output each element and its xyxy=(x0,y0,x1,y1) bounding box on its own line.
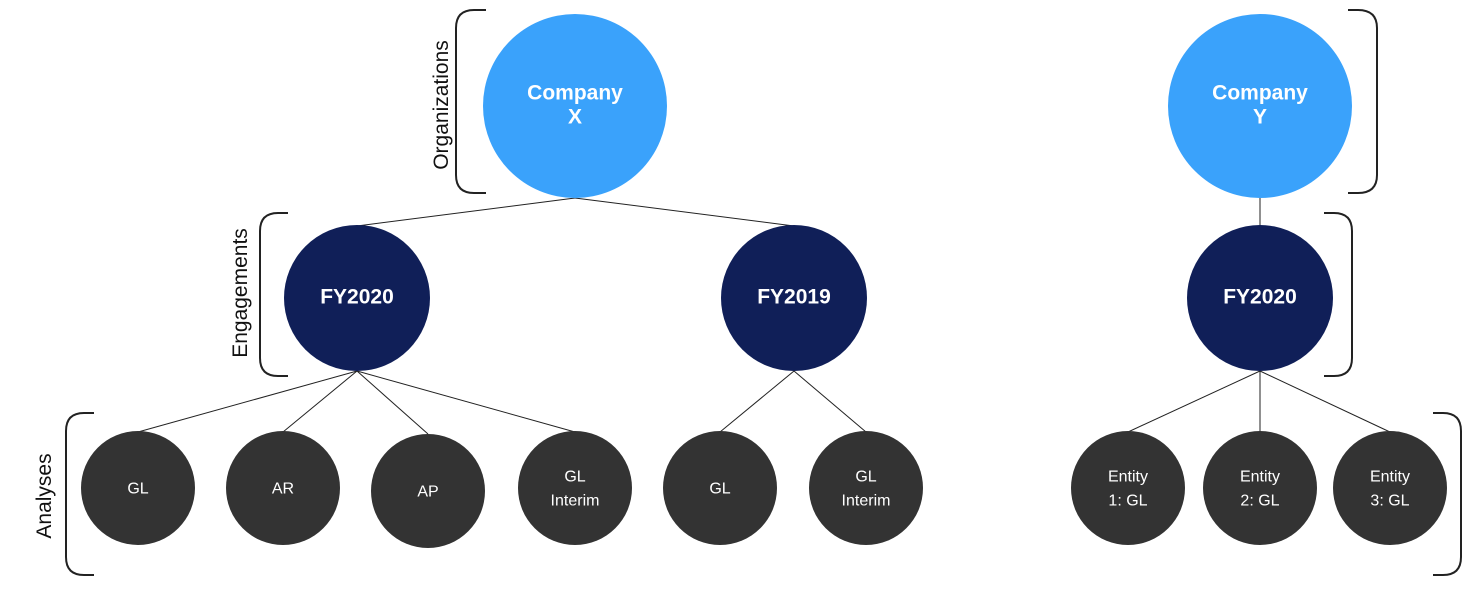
node-circle xyxy=(1187,225,1333,371)
node-y-fy2020-entity3[interactable]: Entity 3: GL xyxy=(1333,431,1447,545)
node-circle xyxy=(284,225,430,371)
node-circle xyxy=(1203,431,1317,545)
node-circle xyxy=(483,14,667,198)
node-label-line: FY2020 xyxy=(1223,286,1297,309)
edge-x-fy2019-gl-interim xyxy=(793,370,867,433)
node-company-y-fy2020[interactable]: FY2020 xyxy=(1187,225,1333,371)
edge-y-fy2020-entity1 xyxy=(1127,370,1261,433)
node-label-line: GL xyxy=(564,469,585,486)
organizations-label: Organizations xyxy=(430,40,453,170)
node-circle xyxy=(1168,14,1352,198)
node-label-line: Interim xyxy=(842,493,891,510)
node-label-line: GL xyxy=(855,469,876,486)
node-label-line: 3: GL xyxy=(1370,493,1409,510)
node-label-line: Entity xyxy=(1108,469,1148,486)
analyses-label: Analyses xyxy=(33,453,56,538)
node-x-fy2020-ap[interactable]: AP xyxy=(371,434,485,548)
edge-y-fy2020-entity3 xyxy=(1259,370,1391,433)
node-circle xyxy=(371,434,485,548)
node-circle xyxy=(1333,431,1447,545)
node-label-line: Interim xyxy=(551,493,600,510)
edge-x-fy2019-gl xyxy=(719,370,795,433)
node-label-line: 2: GL xyxy=(1240,493,1279,510)
node-label-line: X xyxy=(568,106,582,129)
node-x-fy2020-gl[interactable]: GL xyxy=(81,431,195,545)
node-label-line: AP xyxy=(417,484,438,501)
node-circle xyxy=(663,431,777,545)
edge-x-fy2020-gl xyxy=(137,370,358,433)
node-label-line: FY2019 xyxy=(757,286,831,309)
node-y-fy2020-entity1[interactable]: Entity 1: GL xyxy=(1071,431,1185,545)
node-label-line: GL xyxy=(709,481,730,498)
edge-company-x-fy2020 xyxy=(356,197,576,227)
node-label-line: Entity xyxy=(1240,469,1280,486)
node-circle xyxy=(809,431,923,545)
node-company-x-fy2020[interactable]: FY2020 xyxy=(284,225,430,371)
node-company-x-fy2019[interactable]: FY2019 xyxy=(721,225,867,371)
engagements-right-brace xyxy=(1324,212,1353,377)
edge-x-fy2020-gl-interim xyxy=(356,370,576,433)
node-label-line: AR xyxy=(272,481,294,498)
node-x-fy2020-gl-interim[interactable]: GL Interim xyxy=(518,431,632,545)
node-label-line: GL xyxy=(127,481,148,498)
node-x-fy2020-ar[interactable]: AR xyxy=(226,431,340,545)
node-circle xyxy=(81,431,195,545)
node-circle xyxy=(721,225,867,371)
edge-x-fy2020-ar xyxy=(282,370,358,433)
organizations-brace xyxy=(455,9,486,194)
node-label-line: Entity xyxy=(1370,469,1410,486)
analyses-right-brace xyxy=(1433,412,1462,576)
edge-x-fy2020-ap xyxy=(356,370,429,435)
node-circle xyxy=(226,431,340,545)
node-x-fy2019-gl[interactable]: GL xyxy=(663,431,777,545)
node-label-line: Company xyxy=(527,82,623,105)
analyses-brace xyxy=(65,412,94,576)
engagements-label: Engagements xyxy=(229,228,252,358)
edges xyxy=(137,197,1391,435)
level-braces xyxy=(65,9,1462,576)
node-label-line: FY2020 xyxy=(320,286,394,309)
node-y-fy2020-entity2[interactable]: Entity 2: GL xyxy=(1203,431,1317,545)
node-label-line: Y xyxy=(1253,106,1267,129)
node-x-fy2019-gl-interim[interactable]: GL Interim xyxy=(809,431,923,545)
company-y-right-brace xyxy=(1348,9,1378,194)
edge-company-x-fy2019 xyxy=(574,197,795,227)
node-circle xyxy=(1071,431,1185,545)
node-label-line: Company xyxy=(1212,82,1308,105)
node-circle xyxy=(518,431,632,545)
node-label-line: 1: GL xyxy=(1108,493,1147,510)
engagement-level: FY2020 FY2019 FY2020 xyxy=(284,225,1333,371)
engagements-brace xyxy=(259,212,288,377)
analysis-level: GL AR AP GL Interim GL GL Interim Entity 1:… xyxy=(81,431,1447,548)
